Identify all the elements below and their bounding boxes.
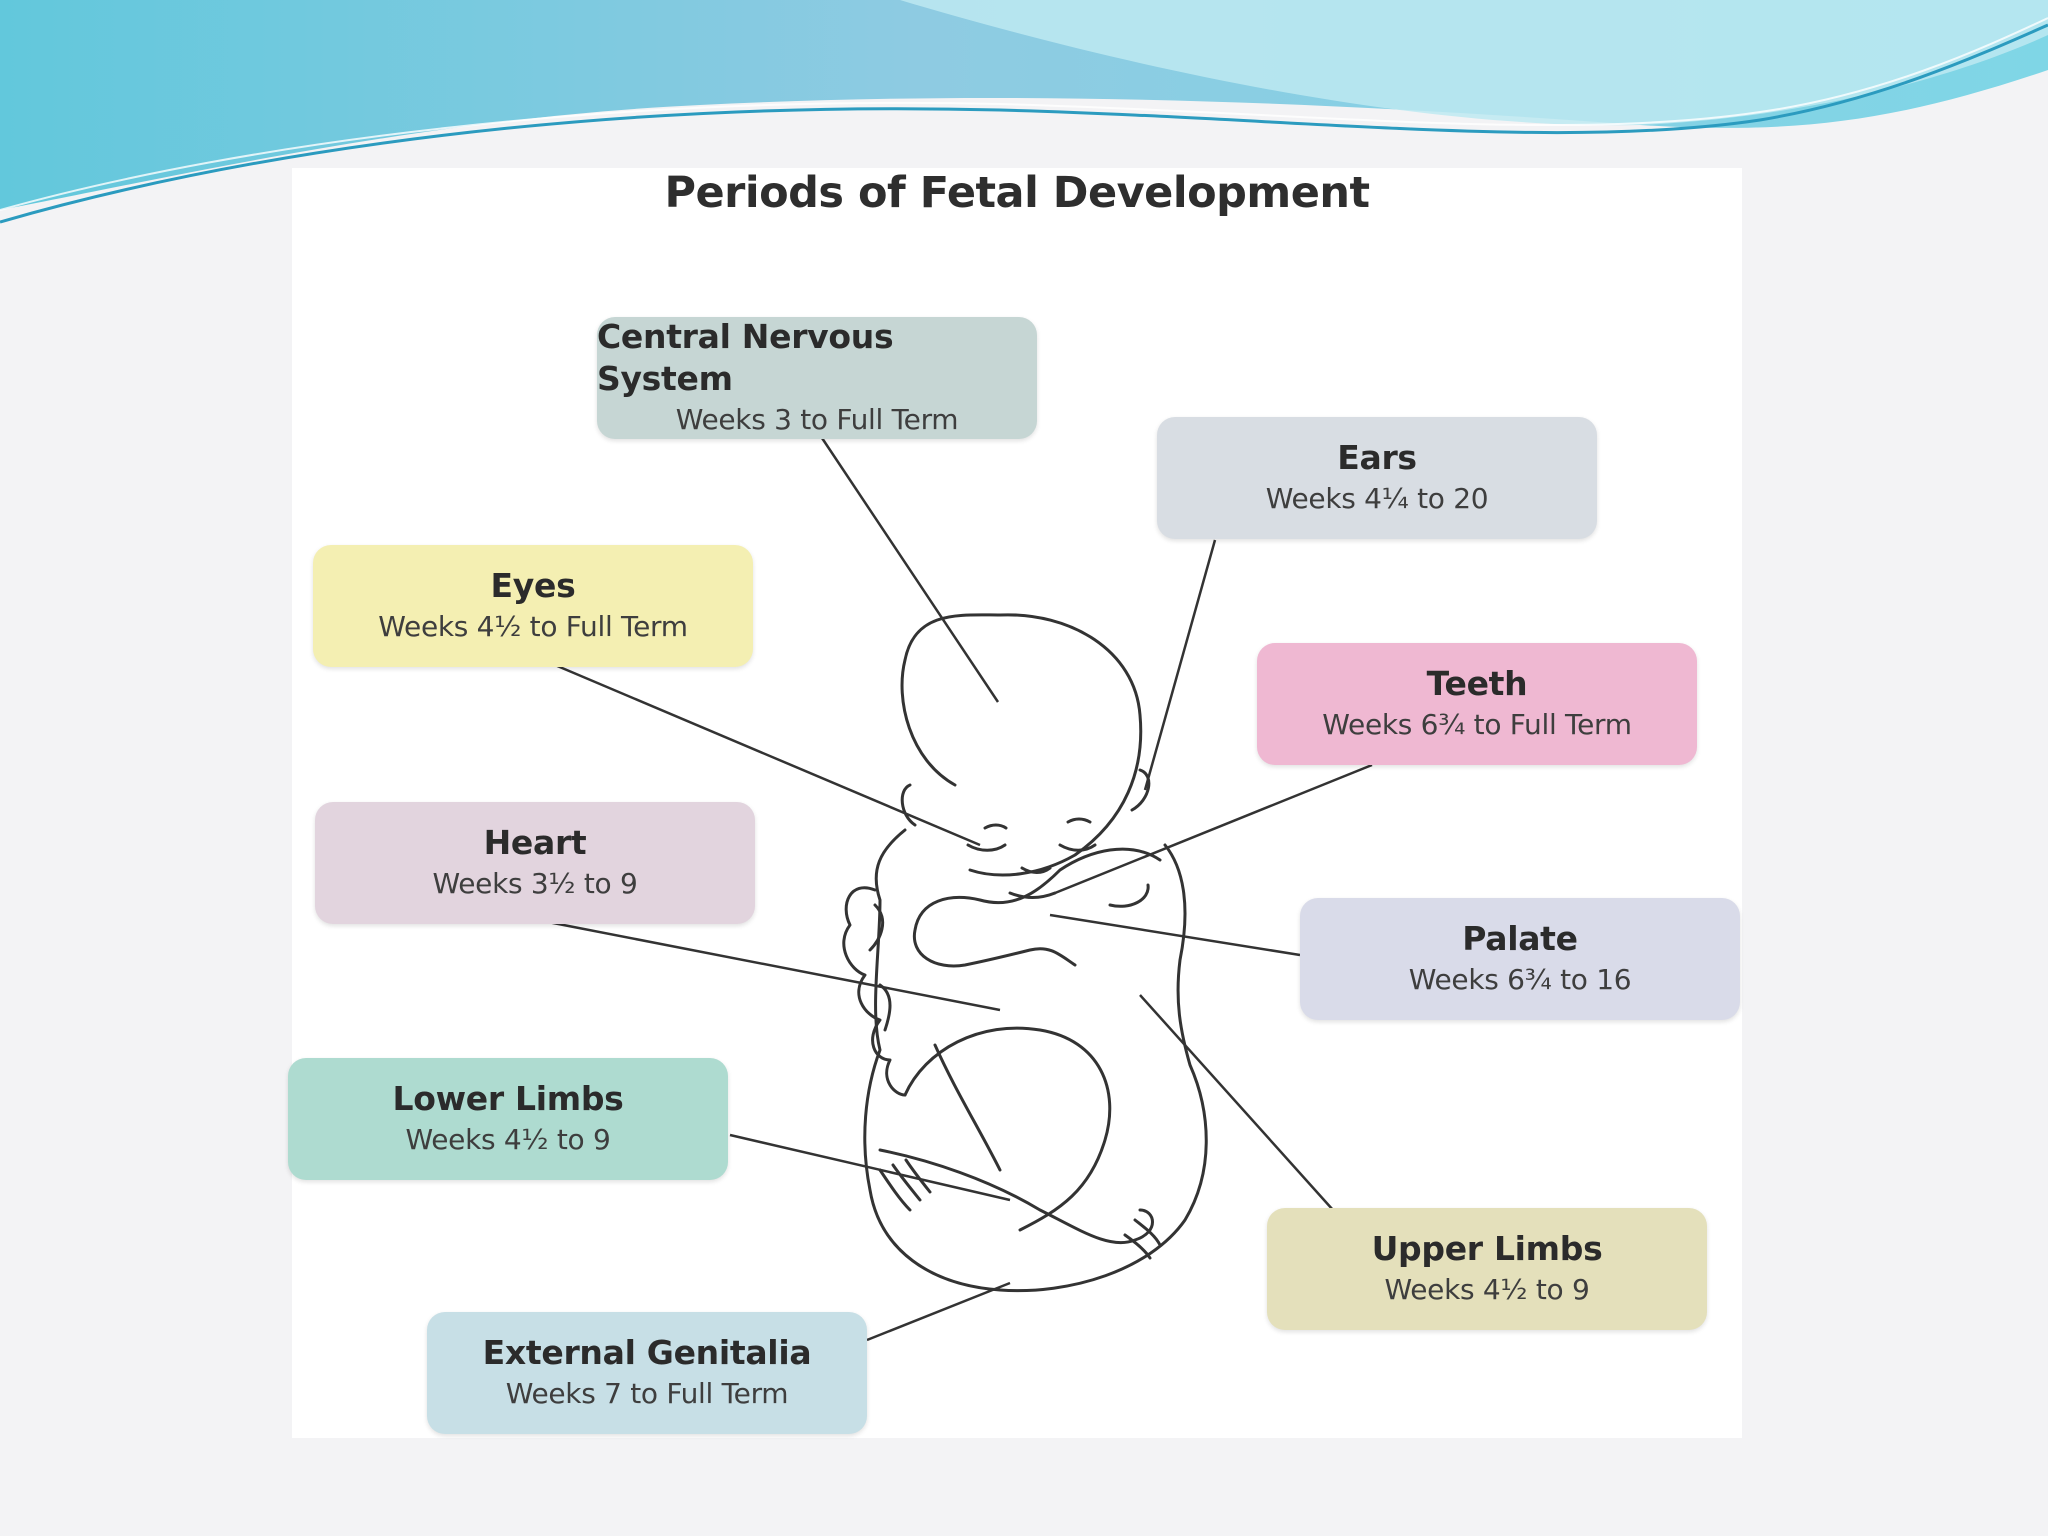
label-lower-limbs: Lower Limbs Weeks 4½ to 9 [288, 1058, 728, 1180]
fetus-eye-left [968, 845, 1005, 850]
label-ears: Ears Weeks 4¼ to 20 [1157, 417, 1597, 539]
label-name: Palate [1462, 918, 1578, 960]
leader-ears [1145, 540, 1215, 790]
label-central-nervous-system: Central Nervous System Weeks 3 to Full T… [597, 317, 1037, 439]
fetus-eye-right [1060, 845, 1095, 850]
fetus-ear-left [902, 785, 915, 825]
label-weeks: Weeks 3 to Full Term [676, 400, 959, 440]
label-name: Heart [484, 822, 587, 864]
label-external-genitalia: External Genitalia Weeks 7 to Full Term [427, 1312, 867, 1434]
label-weeks: Weeks 4½ to 9 [406, 1120, 611, 1160]
leader-heart [548, 922, 1000, 1010]
fetus-head [902, 615, 1141, 875]
label-weeks: Weeks 6¾ to 16 [1409, 960, 1632, 1000]
label-palate: Palate Weeks 6¾ to 16 [1300, 898, 1740, 1020]
label-name: Central Nervous System [597, 316, 1037, 400]
label-teeth: Teeth Weeks 6¾ to Full Term [1257, 643, 1697, 765]
leader-cns [822, 438, 998, 702]
label-upper-limbs: Upper Limbs Weeks 4½ to 9 [1267, 1208, 1707, 1330]
leader-palate [1050, 915, 1300, 955]
fetus-leg-lower [880, 1150, 1153, 1243]
label-name: Lower Limbs [392, 1078, 623, 1120]
label-weeks: Weeks 4½ to Full Term [378, 607, 687, 647]
leader-genitalia [867, 1283, 1010, 1340]
label-heart: Heart Weeks 3½ to 9 [315, 802, 755, 924]
label-weeks: Weeks 7 to Full Term [506, 1374, 789, 1414]
label-name: Eyes [491, 565, 576, 607]
fetus-foot-right [1125, 1220, 1160, 1258]
label-weeks: Weeks 4¼ to 20 [1266, 479, 1489, 519]
label-weeks: Weeks 4½ to 9 [1385, 1270, 1590, 1310]
label-name: Ears [1337, 437, 1417, 479]
label-weeks: Weeks 6¾ to Full Term [1322, 705, 1631, 745]
fetus-foot-left [880, 1160, 930, 1210]
label-eyes: Eyes Weeks 4½ to Full Term [313, 545, 753, 667]
label-name: Upper Limbs [1372, 1228, 1603, 1270]
label-name: External Genitalia [483, 1332, 812, 1374]
leader-upper-limbs [1140, 995, 1333, 1210]
label-weeks: Weeks 3½ to 9 [433, 864, 638, 904]
label-name: Teeth [1427, 663, 1528, 705]
